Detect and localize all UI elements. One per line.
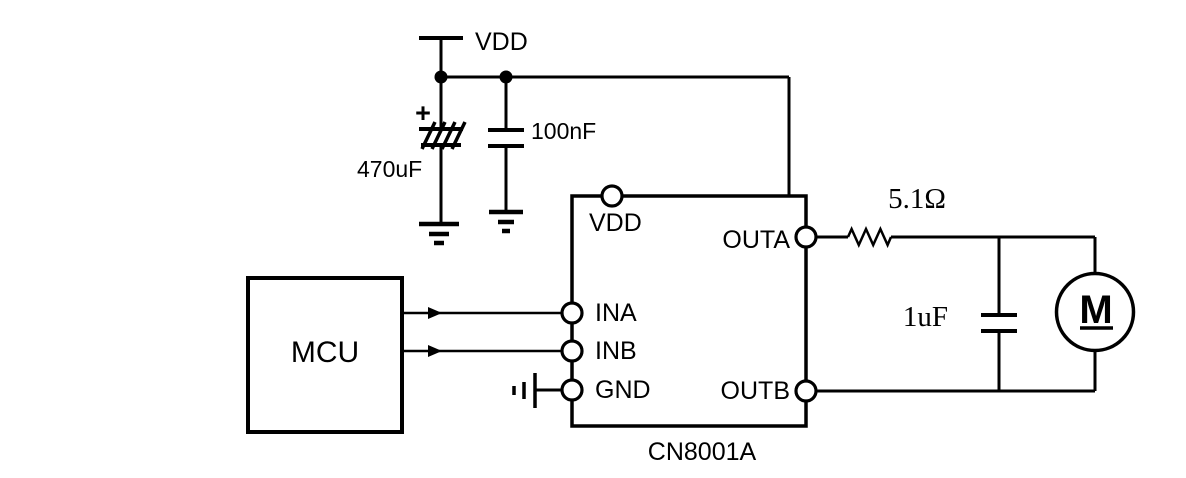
bypass-cap-value: 100nF xyxy=(531,118,596,144)
bulk-capacitor-470uF: + 470uF xyxy=(357,77,467,246)
motor-label: M xyxy=(1079,288,1112,332)
ground-symbol xyxy=(489,209,523,234)
vdd-power-symbol: VDD xyxy=(419,28,528,79)
input-signal-wires xyxy=(402,307,563,357)
mcu-box xyxy=(246,276,404,434)
filter-capacitor-1uF: 1uF xyxy=(903,237,1017,391)
output-network: 5.1Ω 1uF xyxy=(816,183,1097,393)
motor-circle xyxy=(1054,271,1136,353)
vdd-rail xyxy=(434,70,791,198)
series-resistor-symbol xyxy=(846,225,893,249)
pin-label-gnd: GND xyxy=(595,376,651,404)
filter-cap-value: 1uF xyxy=(903,301,948,333)
vdd-label: VDD xyxy=(475,28,528,56)
pin-gnd xyxy=(560,378,584,402)
series-resistor-value: 5.1Ω xyxy=(888,183,946,215)
bypass-capacitor-100nF: 100nF xyxy=(488,77,596,234)
pin-outb xyxy=(794,379,818,403)
pin-label-outa: OUTA xyxy=(722,226,790,254)
gnd-pin-ground-symbol xyxy=(512,373,562,408)
mcu-label: MCU xyxy=(291,336,359,369)
driver-ic: VDD INA INB GND OUTA OUTB CN8001A xyxy=(560,184,818,466)
pin-ina xyxy=(560,301,584,325)
arrowhead-icon xyxy=(428,307,442,319)
bulk-cap-hatch xyxy=(420,121,467,150)
pin-outa xyxy=(794,225,818,249)
pin-label-inb: INB xyxy=(595,337,637,365)
ground-symbol xyxy=(419,221,459,246)
pin-vdd xyxy=(600,184,624,208)
pin-label-ina: INA xyxy=(595,299,637,327)
bulk-cap-value: 470uF xyxy=(357,156,422,182)
arrowhead-icon xyxy=(428,345,442,357)
motor-symbol: M xyxy=(1054,271,1136,353)
ic-part-number: CN8001A xyxy=(648,438,757,466)
pin-label-outb: OUTB xyxy=(721,377,790,405)
mcu-block: MCU xyxy=(246,276,404,434)
polarity-plus-sign: + xyxy=(415,98,431,128)
pin-label-vdd: VDD xyxy=(589,209,642,237)
pin-inb xyxy=(560,339,584,363)
